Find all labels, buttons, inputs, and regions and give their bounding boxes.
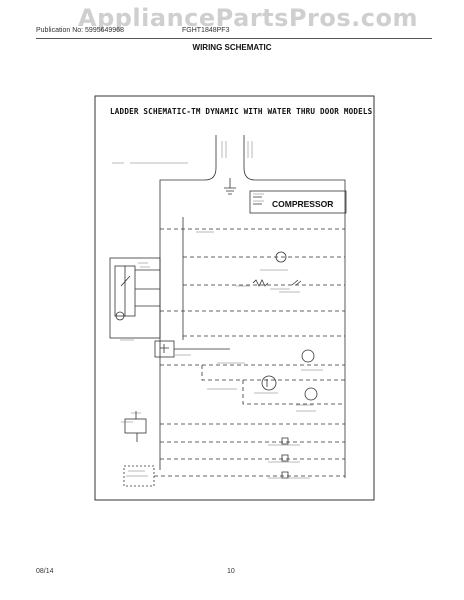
publication-number: Publication No: 5995649968 — [36, 27, 124, 34]
model-number: FGHT1848PF3 — [182, 27, 230, 34]
footer-date: 08/14 — [36, 568, 54, 575]
ice-maker-valve — [281, 437, 289, 445]
water-valve — [281, 471, 289, 479]
ground-symbol — [224, 178, 236, 195]
refrigerator-light-2 — [304, 387, 318, 401]
compressor-box — [249, 190, 347, 214]
diagram-frame — [94, 95, 375, 501]
header-rule — [36, 38, 432, 39]
neutral-wire — [243, 135, 346, 478]
section-title: WIRING SCHEMATIC — [192, 43, 272, 52]
defrost-timer-box — [109, 257, 161, 339]
dispenser-valve — [281, 454, 289, 462]
defrost-thermostat — [291, 279, 302, 286]
watermark: AppliancePartsPros.com — [78, 4, 418, 32]
freezer-light-bulb — [301, 349, 315, 363]
condenser-fan-motor — [275, 251, 287, 263]
refrigerator-light-bulb — [261, 375, 277, 391]
line-voltage-wire — [159, 135, 217, 470]
diagram-title: LADDER SCHEMATIC-TM DYNAMIC WITH WATER T… — [110, 107, 373, 116]
timer-motor — [115, 311, 125, 321]
cold-control-box — [154, 340, 175, 358]
defrost-heater-zigzag — [252, 279, 269, 287]
compressor-label: COMPRESSOR — [272, 199, 334, 209]
auto-fill-switch-box — [124, 418, 147, 434]
page-number: 10 — [227, 568, 235, 575]
